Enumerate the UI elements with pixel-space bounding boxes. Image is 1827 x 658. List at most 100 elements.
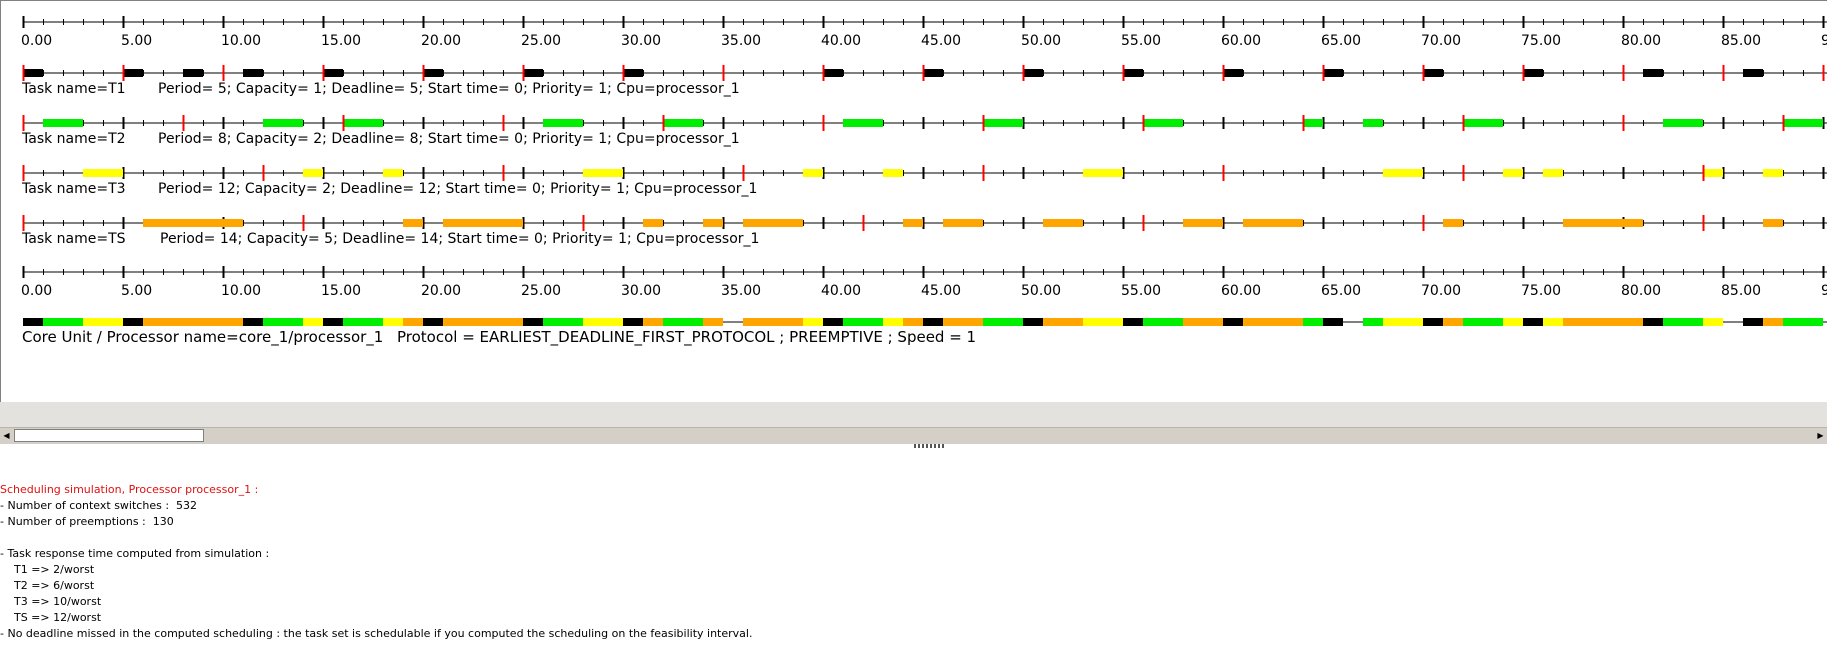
bottom-time-tick-label: 5.00: [121, 283, 152, 299]
processor-execution-bar: [1143, 318, 1183, 326]
processor-execution-bar: [243, 318, 263, 326]
task-t1-execution-bar: [623, 69, 643, 77]
processor-execution-bar: [383, 318, 403, 326]
top-time-tick-label: 65.00: [1321, 33, 1361, 49]
task-t2-execution-bar: [343, 119, 383, 127]
processor-execution-bar: [1783, 318, 1823, 326]
task-t1-execution-bar: [1023, 69, 1043, 77]
top-time-tick-label: 55.00: [1121, 33, 1161, 49]
task-t1-execution-bar: [1523, 69, 1543, 77]
top-time-tick-label: 5.00: [121, 33, 152, 49]
bottom-time-tick-label: 70.00: [1421, 283, 1461, 299]
processor-execution-bar: [1323, 318, 1343, 326]
task-ts-execution-bar: [903, 219, 923, 227]
processor-execution-bar: [1563, 318, 1643, 326]
task-t2-execution-bar: [663, 119, 703, 127]
simulation-report: Scheduling simulation, Processor process…: [0, 482, 752, 642]
task-ts-execution-bar: [1563, 219, 1643, 227]
processor-execution-bar: [663, 318, 703, 326]
scroll-left-icon[interactable]: ◀: [3, 431, 10, 440]
processor-execution-bar: [23, 318, 43, 326]
top-time-tick-label: 85.00: [1721, 33, 1761, 49]
processor-execution-bar: [1743, 318, 1763, 326]
processor-execution-bar: [323, 318, 343, 326]
processor-execution-bar: [923, 318, 943, 326]
processor-execution-bar: [1303, 318, 1323, 326]
processor-execution-bar: [983, 318, 1023, 326]
processor-execution-bar: [1503, 318, 1523, 326]
task-t1-execution-bar: [1323, 69, 1343, 77]
task-t2-execution-bar: [1143, 119, 1183, 127]
processor-execution-bar: [1543, 318, 1563, 326]
processor-execution-bar: [1043, 318, 1083, 326]
task-t2-execution-bar: [1363, 119, 1383, 127]
processor-execution-bar: [1223, 318, 1243, 326]
top-time-tick-label: 0.00: [21, 33, 52, 49]
processor-execution-bar: [83, 318, 123, 326]
task-ts-execution-bar: [443, 219, 523, 227]
task-t2-execution-bar: [1663, 119, 1703, 127]
task-t3-execution-bar: [303, 169, 323, 177]
top-time-tick-label: 50.00: [1021, 33, 1061, 49]
bottom-time-tick-label: 55.00: [1121, 283, 1161, 299]
task-t2-execution-bar: [1783, 119, 1823, 127]
bottom-time-tick-label: 85.00: [1721, 283, 1761, 299]
bottom-time-tick-label: 30.00: [621, 283, 661, 299]
bottom-time-tick-label: 20.00: [421, 283, 461, 299]
processor-execution-bar: [303, 318, 323, 326]
bottom-time-tick-label: 50.00: [1021, 283, 1061, 299]
top-time-tick-label: 40.00: [821, 33, 861, 49]
bottom-time-tick-label: 65.00: [1321, 283, 1361, 299]
top-time-tick-label: 15.00: [321, 33, 361, 49]
task-t3-execution-bar: [583, 169, 623, 177]
processor-execution-bar: [1423, 318, 1443, 326]
processor-execution-bar: [123, 318, 143, 326]
scroll-right-icon[interactable]: ▶: [1817, 431, 1824, 440]
processor-execution-bar: [703, 318, 723, 326]
processor-execution-bar: [823, 318, 843, 326]
processor-execution-bar: [343, 318, 383, 326]
task-t1-execution-bar: [1743, 69, 1763, 77]
preemptions-line: - Number of preemptions : 130: [0, 515, 174, 528]
task-t1-execution-bar: [923, 69, 943, 77]
horizontal-scrollbar[interactable]: ◀ ▶: [0, 427, 1827, 444]
bottom-time-tick-label: 80.00: [1621, 283, 1661, 299]
task-t3-execution-bar: [383, 169, 403, 177]
task-t2-execution-bar: [843, 119, 883, 127]
processor-execution-bar: [943, 318, 983, 326]
task-t3-execution-bar: [803, 169, 823, 177]
task-t1-execution-bar: [243, 69, 263, 77]
task-t2-execution-bar: [43, 119, 83, 127]
task-t3-execution-bar: [1763, 169, 1783, 177]
task-t1-name-label: Task name=T1: [21, 81, 126, 97]
bottom-time-tick-label: 45.00: [921, 283, 961, 299]
pane-splitter[interactable]: [0, 444, 1827, 452]
processor-execution-bar: [263, 318, 303, 326]
context-switches-line: - Number of context switches : 532: [0, 499, 198, 512]
processor-execution-bar: [523, 318, 543, 326]
processor-execution-bar: [743, 318, 803, 326]
task-ts-execution-bar: [1763, 219, 1783, 227]
task-t3-name-label: Task name=T3: [21, 181, 126, 197]
task-t3-execution-bar: [83, 169, 123, 177]
top-time-tick-label: 20.00: [421, 33, 461, 49]
processor-execution-bar: [43, 318, 83, 326]
task-t3-parameters-label: Period= 12; Capacity= 2; Deadline= 12; S…: [158, 181, 757, 197]
top-time-tick-label: 45.00: [921, 33, 961, 49]
task-ts-execution-bar: [1043, 219, 1083, 227]
response-t1: T1 => 2/worst: [0, 563, 95, 576]
task-ts-execution-bar: [1243, 219, 1303, 227]
processor-execution-bar: [1183, 318, 1223, 326]
scrollbar-thumb[interactable]: [14, 429, 204, 442]
bottom-time-tick-label: 60.00: [1221, 283, 1261, 299]
splitter-grip-icon[interactable]: [914, 444, 946, 448]
task-t2-execution-bar: [1303, 119, 1323, 127]
processor-execution-bar: [583, 318, 623, 326]
bottom-time-tick-label: 9: [1821, 283, 1827, 299]
processor-execution-bar: [643, 318, 663, 326]
processor-execution-bar: [1463, 318, 1503, 326]
processor-execution-bar: [423, 318, 443, 326]
processor-execution-bar: [1023, 318, 1043, 326]
top-time-tick-label: 30.00: [621, 33, 661, 49]
